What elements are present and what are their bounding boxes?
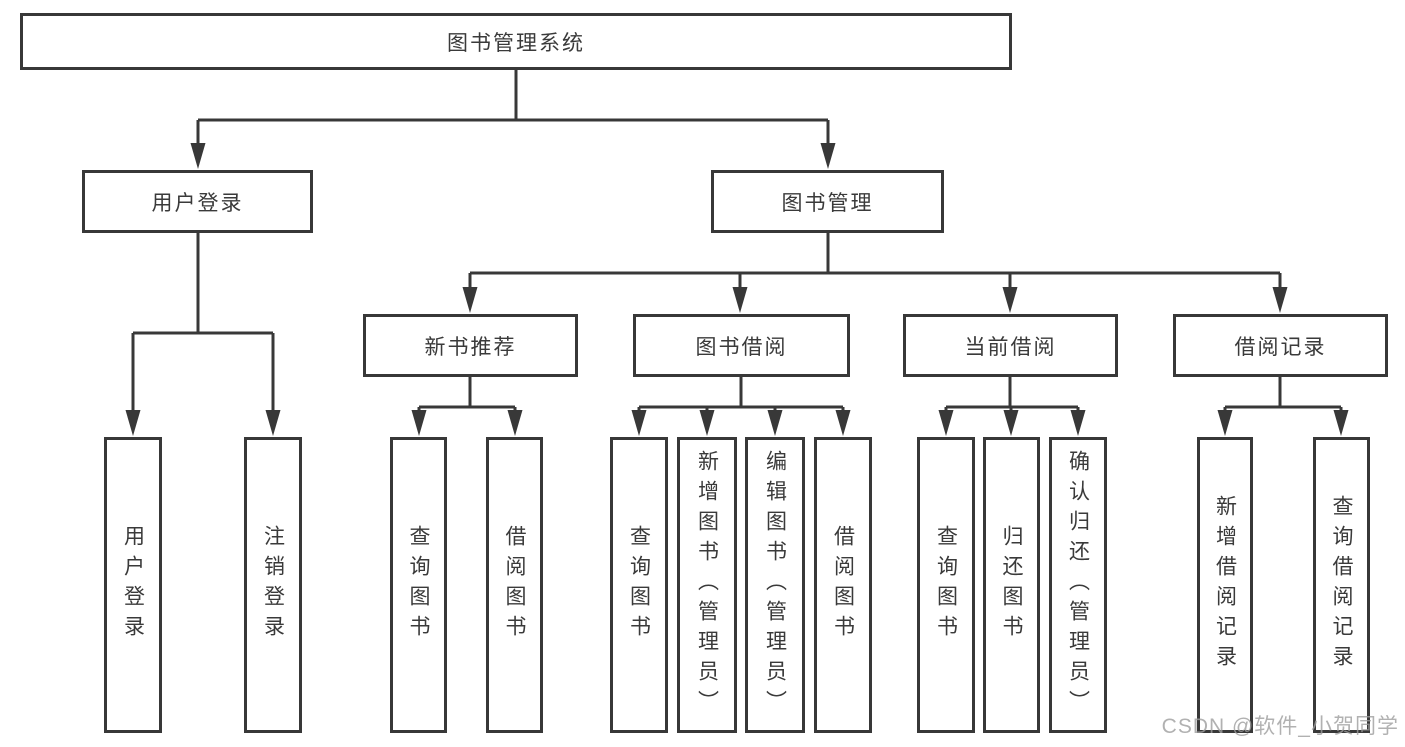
node-root: 图书管理系统: [20, 13, 1012, 70]
csdn-watermark: CSDN @软件_小贺同学: [1161, 715, 1399, 738]
leaf-user-login-label: 用户登录: [121, 525, 145, 645]
node-new-book-recommend-label: 新书推荐: [424, 335, 517, 359]
leaf-logout: 注销登录: [244, 437, 302, 733]
leaf-add-borrow-record: 新增借阅记录: [1197, 437, 1253, 733]
leaf-borrowing-query-books: 查询图书: [610, 437, 668, 733]
leaf-recommend-borrow-books: 借阅图书: [486, 437, 543, 733]
node-borrowing-records: 借阅记录: [1173, 314, 1388, 377]
node-user-login-label: 用户登录: [151, 191, 244, 215]
node-current-borrowing: 当前借阅: [903, 314, 1118, 377]
leaf-user-login: 用户登录: [104, 437, 162, 733]
node-user-login: 用户登录: [82, 170, 313, 233]
leaf-add-books-admin-label: 新增图书（管理员）: [695, 450, 719, 720]
node-book-borrowing-label: 图书借阅: [695, 335, 788, 359]
leaf-borrowing-query-books-label: 查询图书: [627, 525, 651, 645]
leaf-borrowing-borrow-books: 借阅图书: [814, 437, 872, 733]
leaf-confirm-return-admin: 确认归还（管理员）: [1049, 437, 1107, 733]
node-book-borrowing: 图书借阅: [633, 314, 850, 377]
leaf-current-query-books-label: 查询图书: [934, 525, 958, 645]
leaf-borrowing-borrow-books-label: 借阅图书: [831, 525, 855, 645]
node-current-borrowing-label: 当前借阅: [964, 335, 1057, 359]
node-book-management: 图书管理: [711, 170, 944, 233]
leaf-add-borrow-record-label: 新增借阅记录: [1213, 495, 1237, 675]
leaf-return-books-label: 归还图书: [1000, 525, 1023, 645]
arrowheads: [125, 143, 1349, 436]
leaf-query-borrow-record: 查询借阅记录: [1313, 437, 1370, 733]
leaf-add-books-admin: 新增图书（管理员）: [677, 437, 737, 733]
leaf-current-query-books: 查询图书: [917, 437, 975, 733]
leaf-edit-books-admin: 编辑图书（管理员）: [745, 437, 805, 733]
leaf-recommend-query-books-label: 查询图书: [407, 525, 430, 645]
leaf-recommend-borrow-books-label: 借阅图书: [503, 525, 526, 645]
leaf-recommend-query-books: 查询图书: [390, 437, 447, 733]
node-book-management-label: 图书管理: [781, 191, 874, 215]
leaf-logout-label: 注销登录: [261, 525, 285, 645]
node-root-label: 图书管理系统: [447, 31, 585, 55]
node-borrowing-records-label: 借阅记录: [1234, 335, 1327, 359]
leaf-confirm-return-admin-label: 确认归还（管理员）: [1066, 450, 1090, 720]
leaf-return-books: 归还图书: [983, 437, 1040, 733]
leaf-edit-books-admin-label: 编辑图书（管理员）: [763, 450, 787, 720]
leaf-query-borrow-record-label: 查询借阅记录: [1330, 495, 1353, 675]
node-new-book-recommend: 新书推荐: [363, 314, 578, 377]
